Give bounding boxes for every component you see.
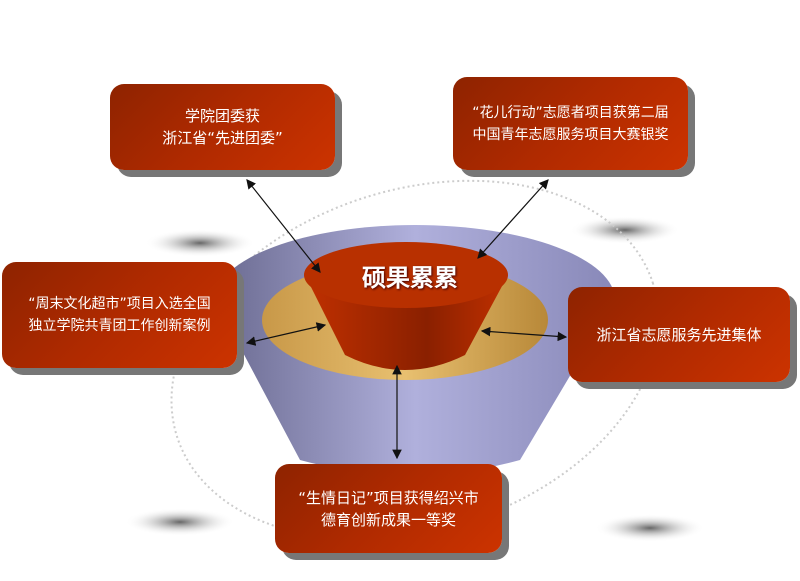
box-line: 学院团委获 xyxy=(184,107,260,125)
box-line: 中国青年志愿服务项目大赛银奖 xyxy=(472,126,669,143)
arrows xyxy=(245,179,568,460)
dotted-orbit xyxy=(170,179,660,541)
center-title: 硕果累累 xyxy=(362,264,458,292)
achievement-box-top-right: “花儿行动”志愿者项目获第二届中国青年志愿服务项目大赛银奖 xyxy=(453,77,688,170)
box-line: “周末文化超市”项目入选全国 xyxy=(28,296,211,312)
box-line: “花儿行动”志愿者项目获第二届 xyxy=(472,104,669,121)
achievement-box-bottom: “生情日记”项目获得绍兴市德育创新成果一等奖 xyxy=(275,464,502,553)
shadows xyxy=(125,216,705,542)
achievement-box-top-left: 学院团委获浙江省“先进团委” xyxy=(110,84,335,170)
achievement-box-left: “周末文化超市”项目入选全国独立学院共青团工作创新案例 xyxy=(2,262,237,368)
achievement-box-right: 浙江省志愿服务先进集体 xyxy=(568,287,790,382)
core-top xyxy=(304,242,508,308)
box-line: “生情日记”项目获得绍兴市 xyxy=(298,488,479,507)
box-line: 德育创新成果一等奖 xyxy=(320,510,456,529)
box-line: 浙江省“先进团委” xyxy=(162,129,283,147)
box-line: 独立学院共青团工作创新案例 xyxy=(28,318,211,334)
box-line: 浙江省志愿服务先进集体 xyxy=(596,325,762,344)
